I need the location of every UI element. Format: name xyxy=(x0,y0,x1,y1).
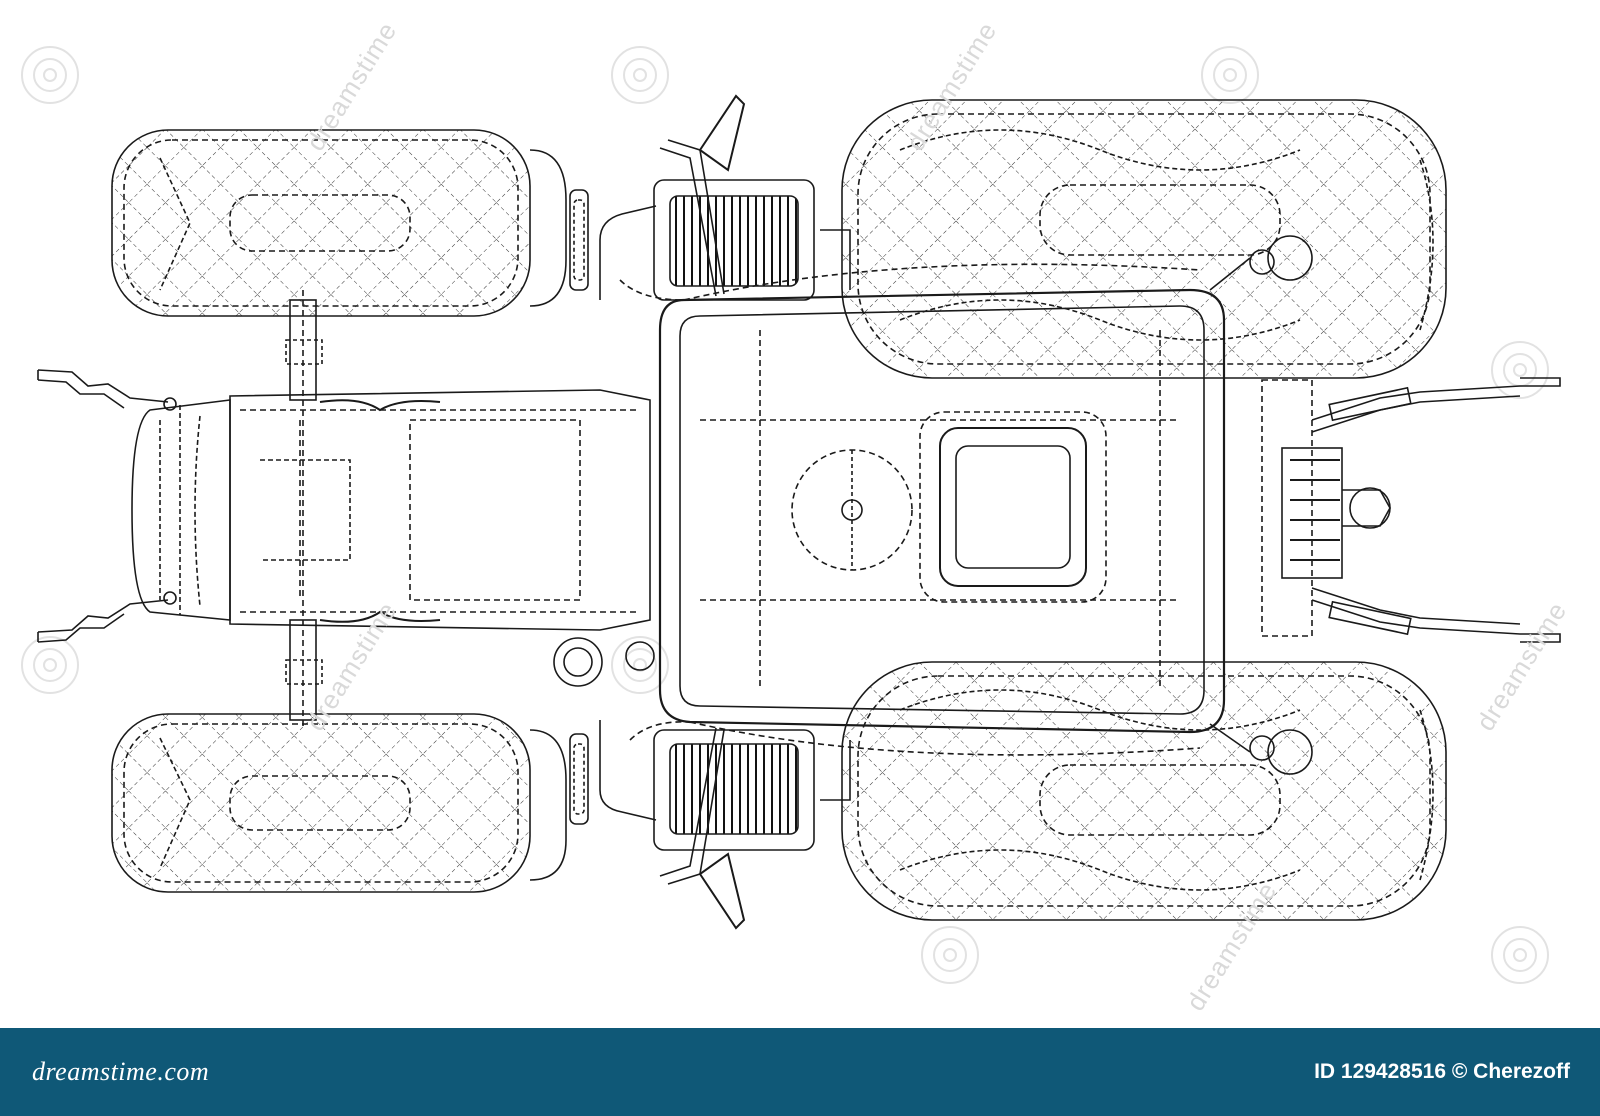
watermark-logo-icon xyxy=(21,46,1549,984)
front-hook-left xyxy=(37,369,177,411)
left-step xyxy=(653,179,815,301)
left-mirror xyxy=(659,94,746,297)
right-exhaust xyxy=(569,733,589,825)
front-left-tire xyxy=(111,129,567,317)
rear-light-left xyxy=(1209,235,1313,291)
front-axle xyxy=(285,290,323,730)
rear-hitch xyxy=(1261,379,1391,637)
left-exhaust xyxy=(569,189,589,291)
brand-logo-text[interactable]: dreamstime.com xyxy=(32,1057,210,1086)
front-weight xyxy=(131,399,231,621)
stock-footer-bar: dreamstime.com ID 129428516 © Cherezoff xyxy=(0,1028,1600,1116)
right-step xyxy=(653,729,815,851)
rear-right-tire xyxy=(841,661,1447,921)
roof-hatch xyxy=(919,411,1107,603)
steering-wheel xyxy=(791,449,913,571)
rear-light-right xyxy=(1209,723,1313,775)
front-hook-right xyxy=(37,591,177,643)
rear-lift-arm-left xyxy=(1311,377,1561,433)
tractor-wireframe-drawing xyxy=(21,46,1561,984)
hydraulic-lines xyxy=(619,263,1201,756)
front-right-tire xyxy=(111,713,567,893)
right-fender xyxy=(599,720,851,821)
fuel-filter xyxy=(553,637,655,687)
cab-roof xyxy=(658,288,1226,734)
rear-lift-arm-right xyxy=(1311,587,1561,643)
rear-left-tire xyxy=(841,99,1447,379)
engine-hood xyxy=(229,389,651,631)
image-id-credit: ID 129428516 © Cherezoff xyxy=(1314,1060,1570,1083)
right-mirror xyxy=(659,727,746,930)
wireframe-canvas: dreamstime dreamstime dreamstime dreamst… xyxy=(21,16,1573,1016)
left-fender xyxy=(599,205,851,300)
